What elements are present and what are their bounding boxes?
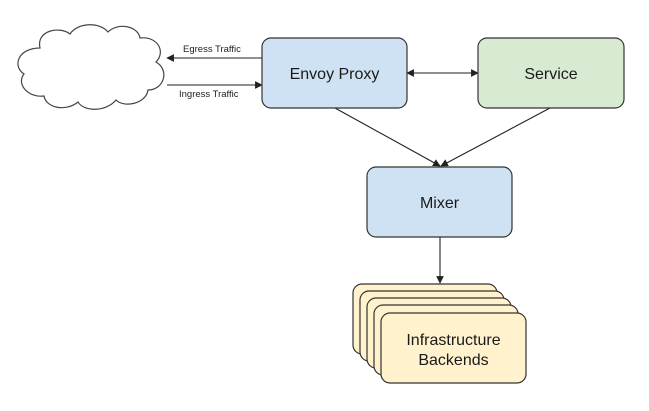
- service-label: Service: [524, 66, 577, 83]
- envoy-proxy-label: Envoy Proxy: [290, 66, 380, 83]
- infrastructure-label: Infrastructure: [406, 332, 500, 349]
- egress-traffic-edge: Egress Traffic: [166, 44, 262, 62]
- mixer-node: Mixer: [366, 166, 513, 238]
- envoy-proxy-node: Envoy Proxy: [261, 37, 408, 109]
- egress-traffic-label: Egress Traffic: [183, 44, 241, 55]
- service-mixer-edge: [440, 107, 551, 167]
- infrastructure-backends-node: Infrastructure Backends: [352, 283, 527, 384]
- mixer-label: Mixer: [420, 195, 460, 212]
- ingress-traffic-edge: Ingress Traffic: [167, 81, 263, 100]
- backends-label: Backends: [418, 352, 488, 369]
- ingress-traffic-label: Ingress Traffic: [179, 89, 239, 100]
- service-node: Service: [477, 37, 625, 109]
- envoy-mixer-edge: [334, 107, 441, 167]
- backend-front-box: [380, 312, 527, 384]
- cloud-shape: [17, 24, 165, 110]
